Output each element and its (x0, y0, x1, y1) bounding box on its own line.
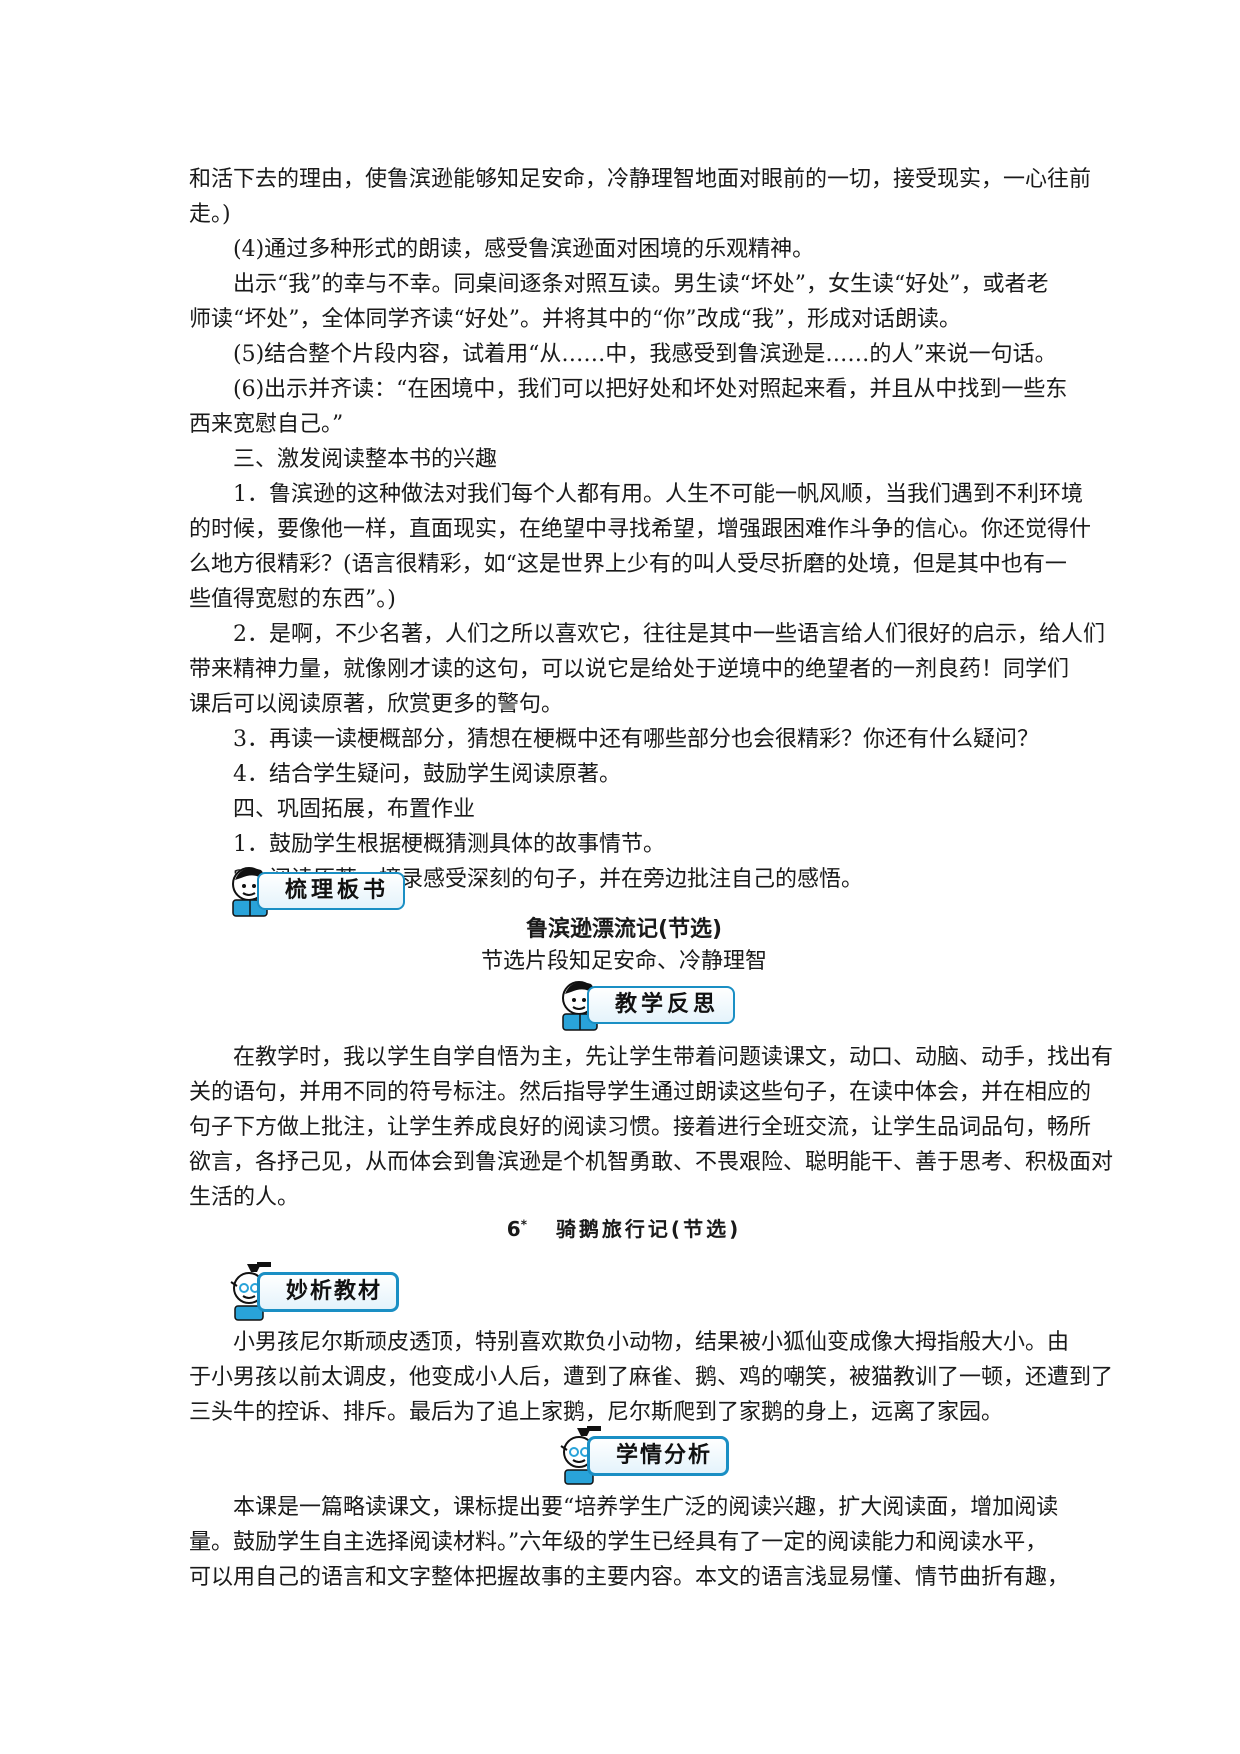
text-line: 四、巩固拓展，布置作业 (233, 797, 476, 822)
text-line: 4．结合学生疑问，鼓励学生阅读原著。 (233, 762, 621, 787)
text-line: 3．再读一读梗概部分，猜想在梗概中还有哪些部分也会很精彩？你还有什么疑问？ (233, 727, 1039, 752)
board-title: 鲁滨逊漂流记(节选) (525, 917, 723, 942)
section-3-item-3: 3．再读一读梗概部分，猜想在梗概中还有哪些部分也会很精彩？你还有什么疑问？ (189, 722, 1059, 757)
text-line: 和活下去的理由，使鲁滨逊能够知足安命，冷静理智地面对眼前的一切，接受现实，一心往… (189, 167, 1092, 192)
text-line: 么地方很精彩？(语言很精彩，如“这是世界上少有的叫人受尽折磨的处境，但是其中也有… (189, 552, 1067, 577)
text-line: 句子下方做上批注，让学生养成良好的阅读习惯。接着进行全班交流，让学生品词品句，畅… (189, 1115, 1092, 1140)
text-line: 关的语句，并用不同的符号标注。然后指导学生通过朗读这些句子，在读中体会，并在相应… (189, 1080, 1092, 1105)
student-paragraph: 本课是一篇略读课文，课标提出要“培养学生广泛的阅读兴趣，扩大阅读面，增加阅读量。… (189, 1490, 1070, 1595)
badge-board: 梳理板书 (227, 862, 427, 917)
text-line: 西来宽慰自己。” (189, 412, 344, 437)
paragraph-step-4-detail: 出示“我”的幸与不幸。同桌间逐条对照互读。男生读“坏处”，女生读“好处”，或者老… (189, 267, 1059, 337)
text-line: 生活的人。 (189, 1185, 300, 1210)
badge-student: 学情分析 (557, 1426, 777, 1485)
text-line: 三头牛的控诉、排斥。最后为了追上家鹅，尼尔斯爬到了家鹅的身上，远离了家园。 (189, 1400, 1004, 1425)
text-line: 小男孩尼尔斯顽皮透顶，特别喜欢欺负小动物，结果被小狐仙变成像大拇指般大小。由 (233, 1330, 1070, 1355)
text-line: 三、激发阅读整本书的兴趣 (233, 447, 498, 472)
section-3-item-1: 1．鲁滨逊的这种做法对我们每个人都有用。人生不可能一帆风顺，当我们遇到不利环境的… (189, 477, 1092, 617)
badge-reflect: 教学反思 (557, 976, 777, 1031)
text-line: 本课是一篇略读课文，课标提出要“培养学生广泛的阅读兴趣，扩大阅读面，增加阅读 (233, 1495, 1059, 1520)
text-line: 在教学时，我以学生自学自悟为主，先让学生带着问题读课文，动口、动脑、动手，找出有 (233, 1045, 1114, 1070)
badge-analysis: 妙析教材 (227, 1262, 427, 1321)
text-line: 2．是啊，不少名著，人们之所以喜欢它，往往是其中一些语言给人们很好的启示，给人们 (233, 622, 1106, 647)
board-subtitle: 节选片段知足安命、冷静理智 (480, 949, 767, 974)
section-3-item-2: 2．是啊，不少名著，人们之所以喜欢它，往往是其中一些语言给人们很好的启示，给人们… (189, 617, 1106, 722)
badge-analysis-label: 妙析教材 (257, 1272, 400, 1312)
text-line: 些值得宽慰的东西”。) (189, 587, 396, 612)
lesson-number: 6 (506, 1217, 521, 1241)
text-line: 走。) (189, 202, 231, 227)
section-heading-4: 四、巩固拓展，布置作业 (189, 792, 1059, 827)
paragraph-step-6: (6)出示并齐读：“在困境中，我们可以把好处和坏处对照起来看，并且从中找到一些东… (189, 372, 1068, 442)
section-3-item-4: 4．结合学生疑问，鼓励学生阅读原著。 (189, 757, 1059, 792)
lesson-title: 骑鹅旅行记(节选) (555, 1217, 742, 1241)
text-line: 课后可以阅读原著，欣赏更多的警句。 (189, 692, 564, 717)
text-line: 1．鼓励学生根据梗概猜测具体的故事情节。 (233, 832, 665, 857)
paragraph-step-5: (5)结合整个片段内容，试着用“从……中，我感受到鲁滨逊是……的人”来说一句话。 (189, 337, 1059, 372)
text-line: 1．鲁滨逊的这种做法对我们每个人都有用。人生不可能一帆风顺，当我们遇到不利环境 (233, 482, 1083, 507)
lesson-6-heading: 6* 骑鹅旅行记(节选) (189, 1213, 1059, 1242)
paragraph-step-4: (4)通过多种形式的朗读，感受鲁滨逊面对困境的乐观精神。 (189, 232, 1059, 267)
text-line: (6)出示并齐读：“在困境中，我们可以把好处和坏处对照起来看，并且从中找到一些东 (233, 377, 1068, 402)
section-heading-3: 三、激发阅读整本书的兴趣 (189, 442, 1059, 477)
text-line: (4)通过多种形式的朗读，感受鲁滨逊面对困境的乐观精神。 (233, 237, 815, 262)
badge-reflect-label: 教学反思 (587, 986, 736, 1024)
badge-board-label: 梳理板书 (257, 872, 406, 910)
text-line: 欲言，各抒己见，从而体会到鲁滨逊是个机智勇敢、不畏艰险、聪明能干、善于思考、积极… (189, 1150, 1114, 1175)
text-line: (5)结合整个片段内容，试着用“从……中，我感受到鲁滨逊是……的人”来说一句话。 (233, 342, 1057, 367)
text-line: 师读“坏处”，全体同学齐读“好处”。并将其中的“你”改成“我”，形成对话朗读。 (189, 307, 961, 332)
paragraph-continuation: 和活下去的理由，使鲁滨逊能够知足安命，冷静理智地面对眼前的一切，接受现实，一心往… (189, 162, 1092, 232)
text-line: 量。鼓励学生自主选择阅读材料。”六年级的学生已经具有了一定的阅读能力和阅读水平， (189, 1530, 1048, 1555)
analysis-paragraph: 小男孩尼尔斯顽皮透顶，特别喜欢欺负小动物，结果被小狐仙变成像大拇指般大小。由于小… (189, 1325, 1114, 1430)
lesson-mark: * (520, 1217, 527, 1232)
text-line: 于小男孩以前太调皮，他变成小人后，遭到了麻雀、鹅、鸡的嘲笑，被猫教训了一顿，还遭… (189, 1365, 1114, 1390)
text-line: 出示“我”的幸与不幸。同桌间逐条对照互读。男生读“坏处”，女生读“好处”，或者老 (233, 272, 1049, 297)
text-line: 可以用自己的语言和文字整体把握故事的主要内容。本文的语言浅显易懂、情节曲折有趣， (189, 1565, 1070, 1590)
badge-student-label: 学情分析 (587, 1436, 730, 1476)
reflection-paragraph: 在教学时，我以学生自学自悟为主，先让学生带着问题读课文，动口、动脑、动手，找出有… (189, 1040, 1114, 1215)
section-4-item-1: 1．鼓励学生根据梗概猜测具体的故事情节。 (189, 827, 1059, 862)
text-line: 的时候，要像他一样，直面现实，在绝望中寻找希望，增强跟困难作斗争的信心。你还觉得… (189, 517, 1092, 542)
text-line: 带来精神力量，就像刚才读的这句，可以说它是给处于逆境中的绝望者的一剂良药！同学们 (189, 657, 1070, 682)
